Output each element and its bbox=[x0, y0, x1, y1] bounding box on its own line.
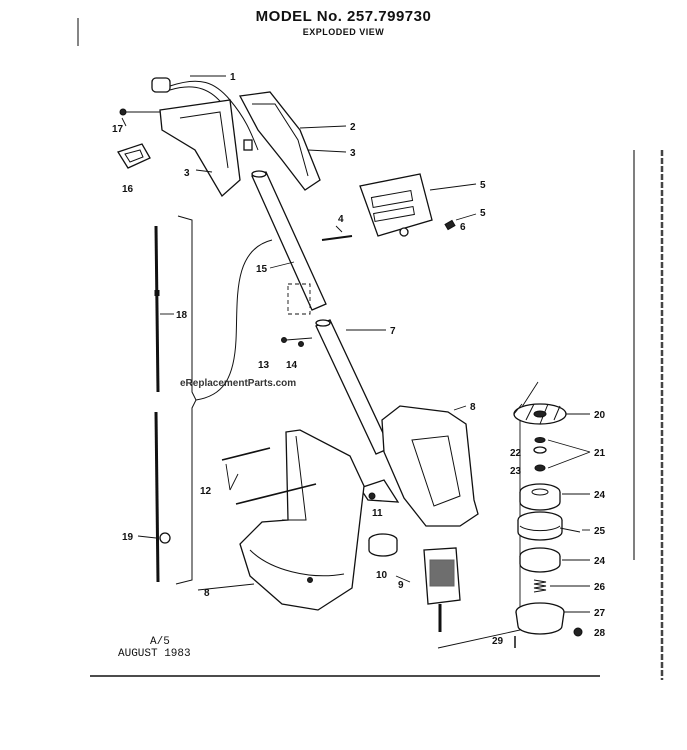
part-26-spring bbox=[533, 579, 547, 593]
part-6-screw bbox=[444, 219, 456, 231]
part-24-spool-housing-lower bbox=[519, 547, 561, 573]
diagram-subtitle: EXPLODED VIEW bbox=[302, 27, 385, 37]
diagram-title: MODEL No. 257.799730 bbox=[255, 8, 432, 25]
callout-5-lower: 5 bbox=[480, 208, 486, 219]
callout-8-guard: 8 bbox=[204, 588, 210, 599]
part-23-nut bbox=[534, 464, 546, 472]
part-18-drive-shaft bbox=[154, 225, 160, 393]
part-22-washer bbox=[533, 446, 547, 454]
part-13-screw bbox=[281, 337, 313, 343]
callout-leader-lines bbox=[121, 75, 591, 613]
part-5-switch-cover bbox=[359, 173, 433, 237]
part-12-screws bbox=[221, 447, 317, 505]
part-3-handle-left bbox=[159, 99, 241, 198]
callout-18: 18 bbox=[176, 310, 188, 321]
part-8-debris-guard bbox=[239, 429, 365, 611]
callout-26: 26 bbox=[594, 582, 606, 593]
callout-16: 16 bbox=[122, 184, 134, 195]
watermark-text: eReplacementParts.com bbox=[180, 378, 296, 389]
part-9-motor bbox=[423, 547, 461, 632]
part-21-washer bbox=[534, 437, 546, 443]
part-14-nut bbox=[298, 341, 304, 347]
part-17-screw bbox=[119, 108, 160, 116]
callout-19: 19 bbox=[122, 532, 134, 543]
callout-28: 28 bbox=[594, 628, 606, 639]
callout-24-lower: 24 bbox=[594, 556, 606, 567]
callout-3-left: 3 bbox=[184, 168, 190, 179]
callout-4: 4 bbox=[338, 214, 344, 225]
part-11-screw bbox=[368, 492, 376, 500]
part-20-fan bbox=[513, 403, 567, 425]
part-27-spool-cap bbox=[515, 602, 565, 635]
part-24-spool-housing-upper bbox=[519, 483, 561, 511]
part-4-pin bbox=[321, 235, 353, 241]
part-25-line-spool bbox=[517, 511, 581, 541]
callout-20: 20 bbox=[594, 410, 606, 421]
part-7-lower-tube bbox=[315, 319, 391, 455]
callout-3-right: 3 bbox=[350, 148, 356, 159]
callout-12: 12 bbox=[200, 486, 212, 497]
callout-8-housing: 8 bbox=[470, 402, 476, 413]
part-2-handle-right bbox=[238, 91, 321, 191]
callout-21: 21 bbox=[594, 448, 606, 459]
callout-2: 2 bbox=[350, 122, 356, 133]
callout-14: 14 bbox=[286, 360, 298, 371]
callout-13: 13 bbox=[258, 360, 270, 371]
scan-edge-marks bbox=[77, 18, 664, 680]
callout-9: 9 bbox=[398, 580, 404, 591]
callout-10: 10 bbox=[376, 570, 388, 581]
callout-labels: 1 2 3 3 4 5 5 6 7 8 8 9 10 11 12 13 14 1… bbox=[112, 72, 606, 647]
callout-5-upper: 5 bbox=[480, 180, 486, 191]
callout-29: 29 bbox=[492, 636, 504, 647]
part-16-gasket bbox=[117, 143, 151, 169]
bracket-shafts bbox=[175, 215, 197, 585]
callout-27: 27 bbox=[594, 608, 606, 619]
callout-23: 23 bbox=[510, 466, 522, 477]
revision-date: AUGUST 1983 bbox=[118, 648, 191, 660]
callout-6: 6 bbox=[460, 222, 466, 233]
callout-25: 25 bbox=[594, 526, 606, 537]
callout-17: 17 bbox=[112, 124, 124, 135]
callout-24-upper: 24 bbox=[594, 490, 606, 501]
callout-15: 15 bbox=[256, 264, 268, 275]
callout-22: 22 bbox=[510, 448, 522, 459]
part-19-shaft bbox=[154, 411, 171, 583]
part-15-upper-tube bbox=[251, 170, 327, 315]
callout-7: 7 bbox=[390, 326, 396, 337]
page-number: A/5 bbox=[150, 636, 170, 648]
callout-1: 1 bbox=[230, 72, 236, 83]
wire-harness bbox=[195, 239, 273, 401]
part-28-knob bbox=[573, 627, 583, 637]
callout-11: 11 bbox=[372, 508, 383, 519]
part-10-bearing bbox=[368, 533, 398, 557]
